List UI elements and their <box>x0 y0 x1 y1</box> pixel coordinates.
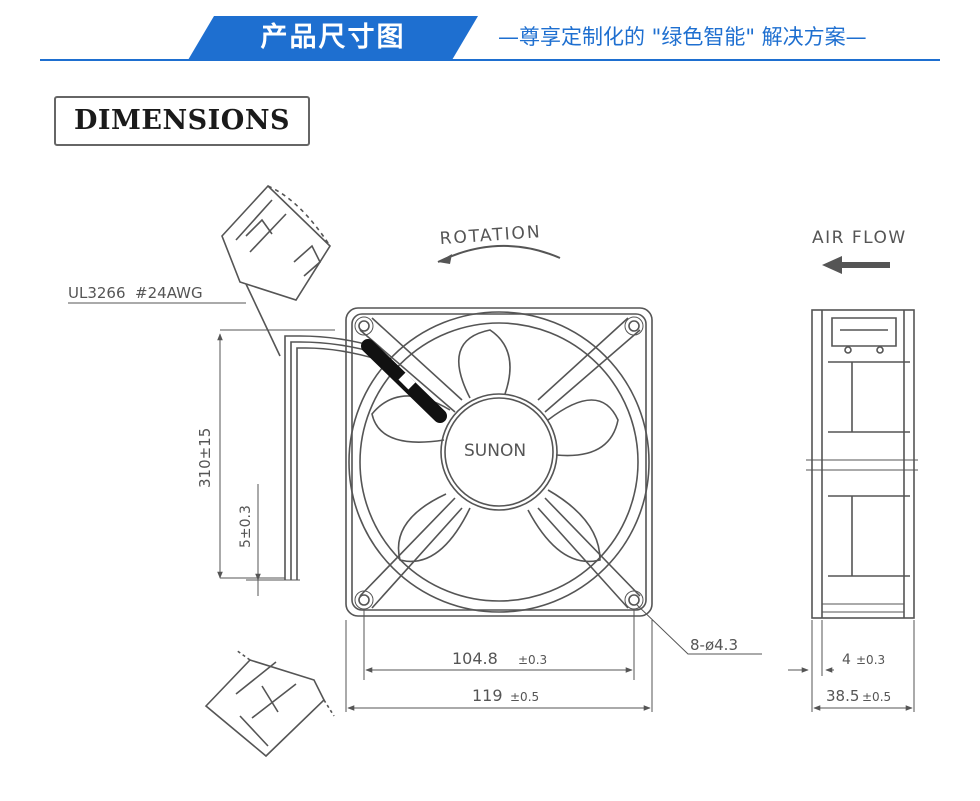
section-title-frame <box>54 96 310 146</box>
page-title: 产品尺寸图 <box>260 22 406 53</box>
airflow-arrow <box>822 256 890 274</box>
header-banner: 产品尺寸图 —尊享定制化的 "绿色智能" 解决方案— <box>0 0 980 70</box>
strip-length-label: 5±0.3 <box>238 505 254 548</box>
connector-detail-bottom <box>204 649 335 758</box>
fan-front-view <box>345 307 653 617</box>
rotation-arrow <box>437 245 561 263</box>
lead-length-label: 310±15 <box>196 428 214 488</box>
wire-spec-label: UL3266 #24AWG <box>68 284 203 302</box>
mount-holes-label: 8-ø4.3 <box>690 636 738 654</box>
header-rule <box>40 59 940 61</box>
fan-side-view <box>806 309 918 619</box>
hole-spacing-label: 104.8 <box>452 649 498 668</box>
brand-label: SUNON <box>464 441 526 461</box>
connector-detail-top <box>221 184 332 301</box>
rotation-label: ROTATION <box>439 222 542 249</box>
depth-label: 38.5 <box>826 687 859 705</box>
airflow-label: AIR FLOW <box>812 228 907 248</box>
lead-label <box>398 372 416 390</box>
frame-dimension-lines <box>345 603 762 712</box>
lead-dimension <box>217 329 335 596</box>
depth-tol: ±0.5 <box>862 690 891 704</box>
header-tab <box>188 16 478 60</box>
frame-width-label: 119 <box>472 686 503 705</box>
side-dimension-lines <box>788 620 915 712</box>
frame-width-tol: ±0.5 <box>510 690 539 704</box>
flange-tol: ±0.3 <box>856 653 885 667</box>
hole-spacing-tol: ±0.3 <box>518 653 547 667</box>
section-title: DIMENSIONS <box>73 105 291 136</box>
page-subtitle: —尊享定制化的 "绿色智能" 解决方案— <box>498 25 867 49</box>
flange-label: 4 <box>842 652 851 668</box>
